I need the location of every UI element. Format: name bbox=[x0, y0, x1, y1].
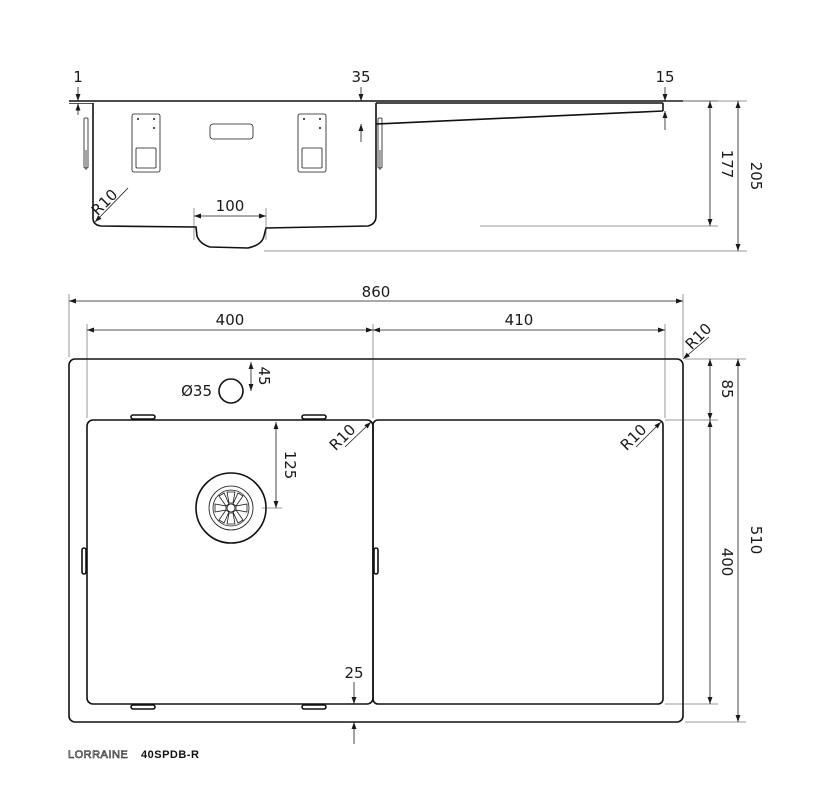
dim-rear-margin: 85 bbox=[718, 379, 736, 398]
dim-overall-depth: 510 bbox=[747, 526, 765, 555]
dim-top-thickness: 1 bbox=[73, 68, 83, 86]
dim-drainer-radius: R10 bbox=[617, 421, 651, 455]
dim-waste-offset: 125 bbox=[281, 451, 299, 480]
model-number: 40SPDB-R bbox=[141, 749, 199, 761]
dim-bowl-radius: R10 bbox=[326, 421, 360, 455]
brand-name: LORRAINE bbox=[68, 749, 128, 761]
dim-drainer-thickness: 15 bbox=[655, 68, 674, 86]
mounting-bracket-left bbox=[131, 113, 161, 173]
top-view: 860 400 410 R10 45 Ø35 R10 125 R10 bbox=[68, 283, 765, 744]
dim-drainer-width: 410 bbox=[505, 311, 534, 329]
dim-tap-hole-offset: 45 bbox=[255, 366, 273, 385]
product-label: LORRAINE 40SPDB-R bbox=[68, 749, 199, 762]
dim-front-margin: 25 bbox=[344, 664, 363, 682]
side-view: 1 35 15 R10 100 177 205 bbox=[69, 68, 765, 252]
sink-outline bbox=[68, 358, 684, 723]
dim-bowl-depth: 177 bbox=[718, 150, 736, 179]
overflow-slot bbox=[209, 123, 254, 140]
dim-inner-length: 400 bbox=[718, 548, 736, 577]
mounting-bracket-right bbox=[297, 113, 327, 173]
drainer-outline bbox=[372, 419, 664, 705]
dim-total-depth: 205 bbox=[747, 162, 765, 191]
dim-waste-width: 100 bbox=[216, 197, 245, 215]
dim-tap-hole-diameter: Ø35 bbox=[181, 382, 212, 400]
bowl-outline bbox=[86, 419, 374, 705]
dim-outer-radius: R10 bbox=[682, 320, 716, 354]
dim-drainer-step: 35 bbox=[351, 68, 370, 86]
tap-hole bbox=[218, 378, 244, 404]
dim-overall-width: 860 bbox=[362, 283, 391, 301]
waste-outlet-icon bbox=[195, 472, 267, 544]
dim-bowl-width: 400 bbox=[216, 311, 245, 329]
